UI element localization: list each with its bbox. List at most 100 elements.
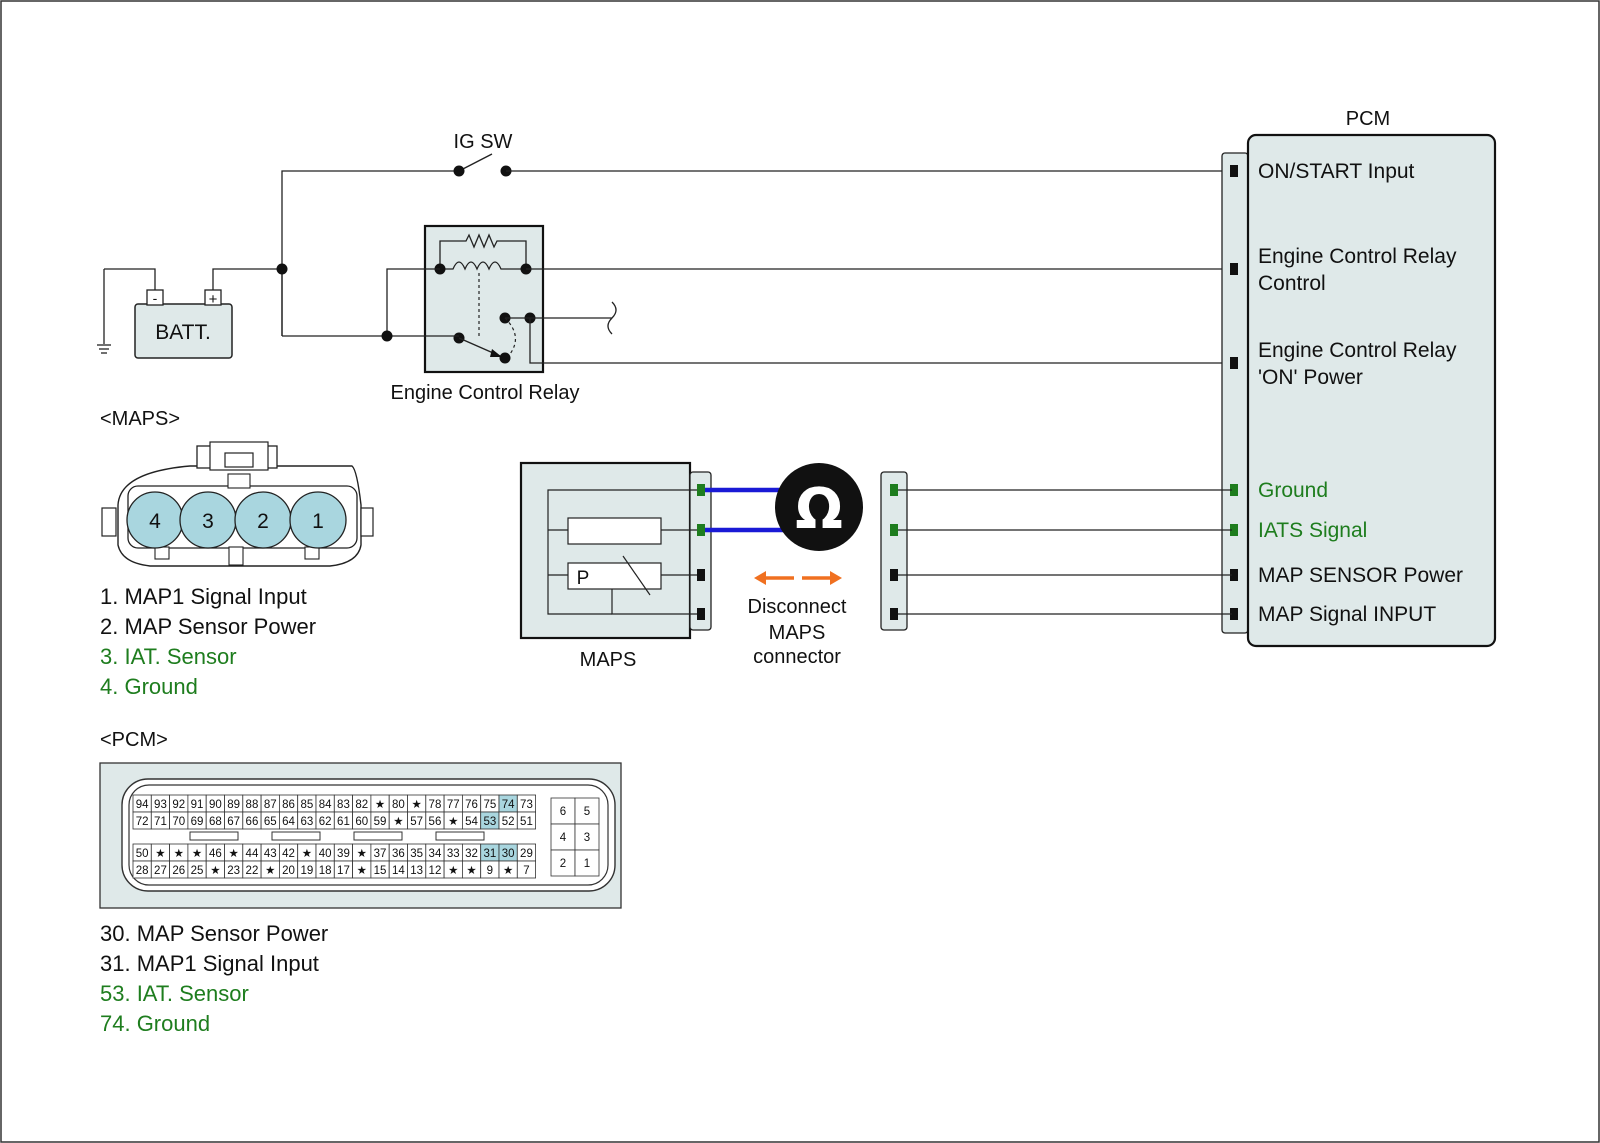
disconnect-label-line3: connector bbox=[753, 646, 841, 668]
pin-description: 3. IAT. Sensor bbox=[100, 644, 237, 669]
pcm-pin-number: 66 bbox=[246, 816, 259, 828]
disconnect-arrows-icon bbox=[754, 571, 842, 585]
pcm-pin-label: ON/START Input bbox=[1258, 160, 1415, 183]
pcm-pin-number: 71 bbox=[154, 816, 167, 828]
pcm-pin-number: ★ bbox=[411, 799, 421, 811]
pcm-pin-number: 7 bbox=[523, 865, 529, 877]
pcm-connector-header: <PCM> bbox=[100, 729, 168, 751]
pcm-pin-label: MAP Signal INPUT bbox=[1258, 603, 1436, 626]
pcm-pin-number: 30 bbox=[502, 848, 515, 860]
pcm-pin-number: 80 bbox=[392, 799, 405, 811]
pcm-pin-number: 61 bbox=[337, 816, 350, 828]
pcm-pin-number: 28 bbox=[136, 865, 149, 877]
pcm-pin-number: ★ bbox=[448, 816, 458, 828]
pcm-pin-number: 89 bbox=[227, 799, 240, 811]
pcm-pin-label-line2: 'ON' Power bbox=[1258, 366, 1363, 389]
battery-plus-label: + bbox=[209, 291, 218, 308]
pcm-pin-number: 88 bbox=[246, 799, 259, 811]
pcm-pin-number: 72 bbox=[136, 816, 149, 828]
pcm-pin-number: 94 bbox=[136, 799, 149, 811]
pcm-pin-number: 67 bbox=[227, 816, 240, 828]
pin-description: 30. MAP Sensor Power bbox=[100, 921, 329, 946]
pcm-pin-number: 69 bbox=[191, 816, 204, 828]
maps-sensor: P MAPS bbox=[519, 461, 712, 671]
pcm-pin-number: 15 bbox=[374, 865, 387, 877]
pcm-pin-number: ★ bbox=[503, 865, 513, 877]
engine-control-relay-label: Engine Control Relay bbox=[391, 382, 580, 404]
pcm-module: PCM bbox=[1221, 108, 1497, 648]
maps-connector-pin-number: 4 bbox=[149, 510, 161, 533]
pcm-pin-number: 74 bbox=[502, 799, 515, 811]
pcm-pin-number: ★ bbox=[210, 865, 220, 877]
pcm-pin-number: 46 bbox=[209, 848, 222, 860]
pcm-side-pin-cell bbox=[550, 797, 576, 825]
relay-wiring bbox=[386, 268, 1232, 364]
pcm-pin-number: 37 bbox=[374, 848, 387, 860]
pcm-pin-number: 57 bbox=[410, 816, 423, 828]
battery: BATT. - + bbox=[134, 289, 233, 359]
pcm-pin-number: 42 bbox=[282, 848, 295, 860]
ohm-symbol: Ω bbox=[795, 477, 843, 542]
maps-connector-pin-number: 2 bbox=[257, 510, 269, 533]
pcm-side-pin-cell bbox=[550, 849, 576, 877]
pin-description: 2. MAP Sensor Power bbox=[100, 614, 317, 639]
maps-connector-pin-number: 3 bbox=[202, 510, 214, 533]
pcm-pin-number: 18 bbox=[319, 865, 332, 877]
maps-connector-header: <MAPS> bbox=[100, 408, 180, 430]
pcm-pin-number: 86 bbox=[282, 799, 295, 811]
pcm-pin-number: 84 bbox=[319, 799, 332, 811]
pcm-pin-label: MAP SENSOR Power bbox=[1258, 564, 1463, 587]
pcm-pin-number: 62 bbox=[319, 816, 332, 828]
pcm-pin-number: 65 bbox=[264, 816, 277, 828]
pcm-pin-number: 36 bbox=[392, 848, 405, 860]
pcm-pin-number: ★ bbox=[302, 848, 312, 860]
pcm-pin-number: 43 bbox=[264, 848, 277, 860]
pcm-pin-number: 52 bbox=[502, 816, 515, 828]
pcm-pin-number: 13 bbox=[410, 865, 423, 877]
pcm-pin-number: 9 bbox=[487, 865, 493, 877]
pcm-pin-number: 26 bbox=[172, 865, 185, 877]
pcm-pin-number: 40 bbox=[319, 848, 332, 860]
pcm-pin-label: IATS Signal bbox=[1258, 519, 1367, 542]
pcm-pin-terminal bbox=[1230, 569, 1238, 581]
pcm-pin-terminal bbox=[1230, 608, 1238, 620]
pressure-sensor-label: P bbox=[577, 568, 590, 589]
pcm-pin-number: ★ bbox=[265, 865, 275, 877]
pcm-pin-number: 70 bbox=[172, 816, 185, 828]
pcm-title: PCM bbox=[1346, 108, 1390, 130]
wire-junction bbox=[381, 330, 393, 342]
pin-description: 1. MAP1 Signal Input bbox=[100, 584, 307, 609]
pcm-pin-number: 27 bbox=[154, 865, 167, 877]
harness-connector bbox=[880, 471, 1232, 631]
pcm-pin-number: 19 bbox=[300, 865, 313, 877]
pcm-pin-label: Ground bbox=[1258, 479, 1328, 502]
pcm-pin-number: 77 bbox=[447, 799, 460, 811]
pcm-pin-number: 51 bbox=[520, 816, 533, 828]
pcm-side-pin-number: 4 bbox=[560, 832, 567, 844]
pcm-pin-number: 22 bbox=[246, 865, 259, 877]
ohmmeter: Ω bbox=[705, 463, 863, 551]
maps-label: MAPS bbox=[580, 649, 637, 671]
pin-description: 4. Ground bbox=[100, 674, 198, 699]
wire-junction bbox=[276, 263, 288, 275]
pcm-pin-number: 83 bbox=[337, 799, 350, 811]
pcm-pin-label: Engine Control Relay bbox=[1258, 245, 1457, 268]
battery-minus-label: - bbox=[153, 290, 158, 306]
pcm-pin-number: 12 bbox=[429, 865, 442, 877]
pcm-pin-number: 75 bbox=[483, 799, 496, 811]
pcm-pin-number: 14 bbox=[392, 865, 405, 877]
pcm-pin-number: ★ bbox=[466, 865, 476, 877]
pcm-side-pin-number: 3 bbox=[584, 832, 590, 844]
ignition-switch: IG SW bbox=[453, 131, 513, 177]
pcm-pin-terminal bbox=[1230, 524, 1238, 536]
pcm-pin-number: 93 bbox=[154, 799, 167, 811]
pcm-pin-number: 32 bbox=[465, 848, 478, 860]
battery-label: BATT. bbox=[155, 321, 211, 344]
pcm-pin-label-line2: Control bbox=[1258, 272, 1326, 295]
pcm-side-pin-number: 5 bbox=[584, 806, 590, 818]
pcm-pin-terminal bbox=[1230, 484, 1238, 496]
pcm-pin-number: 25 bbox=[191, 865, 204, 877]
